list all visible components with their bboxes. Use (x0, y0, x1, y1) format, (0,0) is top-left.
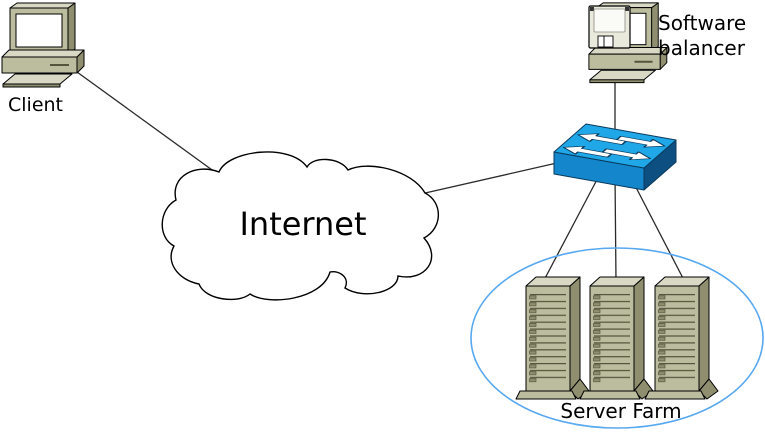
link-switch-server-1 (541, 171, 602, 285)
software-balancer-label-line-2: balancer (658, 36, 746, 60)
arrow-right-icon (601, 148, 652, 161)
link-switch-server-3 (627, 171, 687, 285)
server-tower-icon-1 (515, 276, 590, 400)
network-switch-icon (553, 123, 677, 191)
floppy-disk-icon (588, 5, 631, 49)
server-farm-boundary (470, 247, 764, 429)
software-balancer-label-line-1: Software (658, 11, 746, 35)
client-label: Client (8, 94, 63, 116)
link-switch-server-2 (614, 173, 617, 283)
cloud-shape (161, 151, 439, 301)
internet-label: Internet (239, 205, 366, 243)
server-tower-icon-3 (644, 276, 719, 400)
server-tower-icon-2 (579, 276, 654, 400)
arrow-right-icon (615, 135, 666, 148)
link-internet-switch (411, 159, 571, 197)
client-computer-icon (1, 2, 85, 88)
server-farm-label: Server Farm (560, 399, 681, 423)
switch-arrows (562, 133, 666, 161)
internet-cloud: Internet (161, 151, 439, 301)
